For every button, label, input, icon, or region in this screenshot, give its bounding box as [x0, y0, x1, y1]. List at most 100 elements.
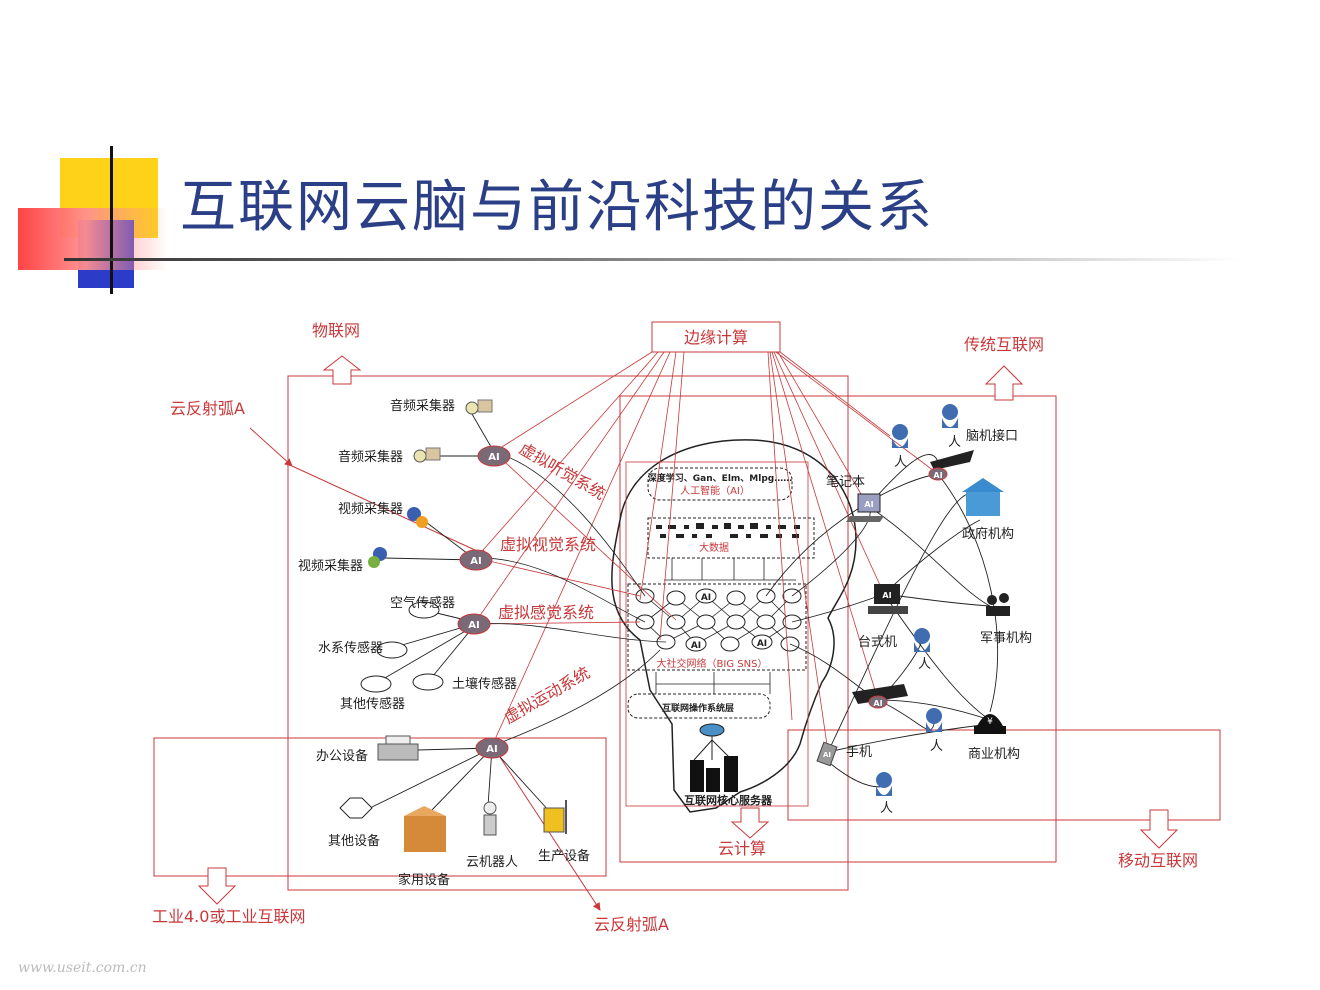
- person-label: 人: [894, 455, 907, 470]
- traditional-internet-label: 传统互联网: [964, 335, 1044, 354]
- deco-vertical-line: [110, 146, 113, 294]
- sensing-system-label: 虚拟感觉系统: [498, 603, 594, 622]
- audio-collector-icon: [465, 399, 493, 415]
- reflex-arc-bottom-label: 云反射弧A: [594, 915, 669, 934]
- svg-text:AI: AI: [882, 591, 891, 600]
- home-device-label: 家用设备: [398, 872, 450, 888]
- printer-icon: [377, 735, 419, 761]
- mobile-region-box: [787, 729, 1221, 821]
- edge-computing-label: 边缘计算: [684, 328, 748, 347]
- svg-text:AI: AI: [470, 556, 481, 567]
- robot-label: 云机器人: [466, 855, 518, 870]
- deco-horizontal-line: [64, 258, 1244, 261]
- os-layer: [627, 693, 771, 719]
- audio-collector-label: 音频采集器: [390, 398, 455, 414]
- military-label: 军事机构: [980, 631, 1032, 646]
- soil-sensor-label: 土壤传感器: [452, 676, 517, 692]
- government-building-icon: [962, 478, 1004, 516]
- robot-icon: [483, 801, 497, 836]
- industrial-down-arrow: [197, 867, 237, 905]
- air-sensor-label: 空气传感器: [390, 595, 455, 611]
- cloud-down-arrow: [730, 807, 770, 839]
- bci-label: 脑机接口: [966, 428, 1018, 444]
- bigdata-label: 大数据: [699, 541, 729, 554]
- iot-region-box: [287, 375, 849, 891]
- person-label: 人: [880, 801, 893, 816]
- core-frame: [625, 461, 809, 807]
- laptop-label: 笔记本: [826, 474, 865, 490]
- bigdata-layer: [647, 517, 815, 559]
- sensor-ovals: [360, 601, 444, 693]
- svg-text:AI: AI: [757, 639, 767, 649]
- svg-text:AI: AI: [691, 641, 701, 651]
- production-device-label: 生产设备: [538, 848, 590, 864]
- svg-text:¥: ¥: [987, 717, 993, 727]
- server-icon: [690, 723, 738, 792]
- person-icon: [926, 708, 942, 732]
- money-bag-icon: ¥: [974, 714, 1006, 734]
- video-collector-icon: [368, 547, 387, 568]
- person-icon: [914, 628, 930, 652]
- ai-label: 人工智能（AI）: [680, 484, 750, 497]
- bigdata-blocks: [656, 523, 800, 538]
- svg-text:AI: AI: [864, 500, 873, 509]
- head-outline: [611, 439, 857, 813]
- edge-box: [651, 321, 781, 353]
- svg-text:AI: AI: [486, 744, 497, 755]
- sns-layer: [627, 583, 807, 671]
- page-title: 互联网云脑与前沿科技的关系: [180, 175, 934, 240]
- svg-text:AI: AI: [701, 593, 711, 603]
- person-icon: [876, 772, 892, 796]
- iot-to-core-curves: [473, 451, 667, 747]
- person-label: 人: [930, 739, 943, 754]
- video-collector-label: 视频采集器: [298, 558, 363, 574]
- government-label: 政府机构: [962, 527, 1014, 542]
- home-device-icon: [404, 806, 446, 852]
- traditional-up-arrow: [984, 365, 1024, 401]
- svg-text:AI: AI: [933, 471, 942, 480]
- ai-layer: [647, 467, 793, 501]
- bci-glasses-icon: AI: [928, 450, 974, 481]
- video-collector-icon: [407, 507, 428, 528]
- ai-node-motion: AI: [475, 737, 509, 759]
- business-label: 商业机构: [968, 747, 1020, 762]
- reflex-arc-top-label: 云反射弧A: [170, 399, 245, 418]
- desktop-label: 台式机: [858, 635, 897, 650]
- other-device-label: 其他设备: [328, 833, 380, 849]
- watermark: www.useit.com.cn: [18, 960, 147, 976]
- svg-text:AI: AI: [468, 620, 479, 631]
- iot-up-arrow: [322, 355, 362, 385]
- motion-system-label: 虚拟运动系统: [501, 663, 594, 727]
- sns-label: 大社交网络（BIG SNS）: [657, 657, 768, 670]
- phone-icon: AI: [816, 741, 838, 767]
- military-icon: [986, 593, 1010, 616]
- svg-text:AI: AI: [873, 699, 882, 708]
- ai-node-sensing: AI: [457, 613, 491, 635]
- svg-text:AI: AI: [488, 452, 499, 463]
- cloud-computing-label: 云计算: [718, 839, 766, 858]
- vr-glasses-icon: AI: [852, 684, 908, 709]
- os-label: 互联网操作系统层: [662, 702, 734, 714]
- other-sensor-label: 其他传感器: [340, 696, 405, 712]
- forklift-icon: [543, 800, 567, 834]
- video-collector-label: 视频采集器: [338, 501, 403, 517]
- hexagon-icon: [339, 797, 373, 819]
- vision-system-label: 虚拟视觉系统: [500, 535, 596, 554]
- audio-collector-label: 音频采集器: [338, 449, 403, 465]
- desktop-icon: AI: [868, 584, 908, 614]
- mobile-down-arrow: [1139, 809, 1179, 849]
- iot-label: 物联网: [312, 321, 360, 340]
- industrial-region-box: [153, 737, 607, 877]
- mobile-internet-label: 移动互联网: [1118, 851, 1198, 870]
- ai-node-hearing: AI: [477, 445, 511, 467]
- person-label: 人: [918, 657, 931, 672]
- ai-tech-label: 深度学习、Gan、Elm、Mlpg……: [648, 472, 792, 484]
- phone-label: 手机: [846, 745, 872, 760]
- office-device-label: 办公设备: [316, 748, 368, 764]
- industrial-internet-label: 工业4.0或工业互联网: [152, 907, 305, 926]
- cloud-region-box: [619, 395, 1057, 863]
- person-icon: [942, 404, 958, 428]
- sns-ai-nodes: AI AI AI: [685, 588, 773, 652]
- server-label: 互联网核心服务器: [684, 793, 773, 807]
